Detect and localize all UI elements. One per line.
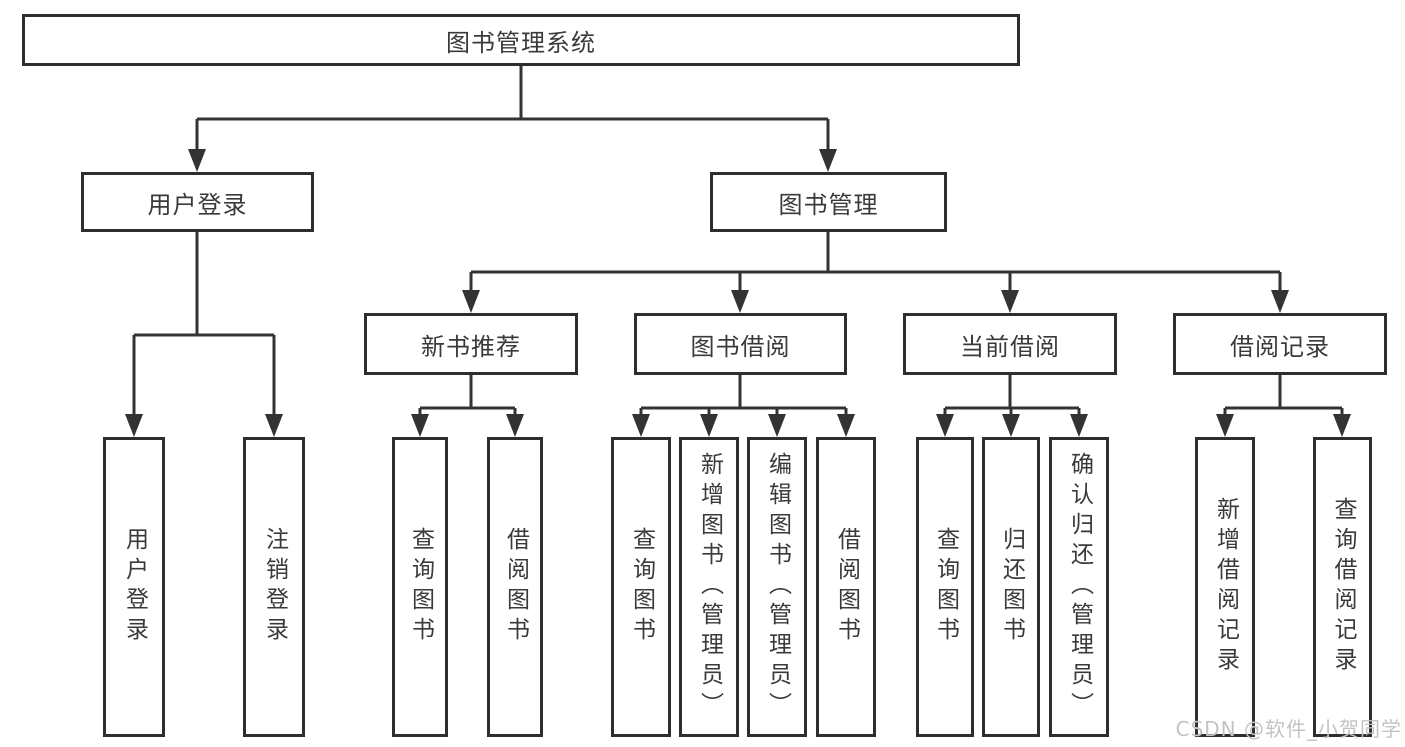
node-label-query-books-borrow: 查询图书 [628,527,655,647]
node-label-user-login-leaf: 用户登录 [121,527,148,647]
node-user-login-leaf: 用户登录 [103,437,165,737]
arrowhead-icon [837,414,855,437]
node-return-books: 归还图书 [982,437,1040,737]
arrowhead-icon [188,149,206,172]
node-query-borrow-record: 查询借阅记录 [1313,437,1372,737]
node-borrow-records: 借阅记录 [1173,313,1387,375]
connector-lines [132,66,1344,418]
arrowhead-icon [1070,414,1088,437]
node-logout-leaf: 注销登录 [243,437,305,737]
arrowhead-icon [1002,414,1020,437]
node-user-login-group: 用户登录 [81,172,314,232]
node-label-logout-leaf: 注销登录 [261,527,288,647]
node-label-confirm-return-admin: 确认归还（管理员） [1066,452,1093,722]
node-query-books-current: 查询图书 [916,437,974,737]
node-label-add-books-admin: 新增图书（管理员） [696,452,723,722]
arrowhead-icon [768,414,786,437]
arrowhead-icon [1216,414,1234,437]
node-query-books-rec: 查询图书 [392,437,448,737]
node-add-books-admin: 新增图书（管理员） [679,437,739,737]
arrowhead-icon [411,414,429,437]
node-label-root-system: 图书管理系统 [446,28,596,57]
arrowhead-icon [731,290,749,313]
node-borrow-books-rec: 借阅图书 [487,437,543,737]
node-label-current-borrow: 当前借阅 [960,332,1060,361]
node-new-book-recommend: 新书推荐 [364,313,578,375]
arrowhead-icon [632,414,650,437]
node-label-edit-books-admin: 编辑图书（管理员） [764,452,791,722]
node-book-mgmt-group: 图书管理 [710,172,947,232]
node-label-book-mgmt-group: 图书管理 [778,190,879,219]
node-label-query-books-rec: 查询图书 [407,527,434,647]
node-root-system: 图书管理系统 [22,14,1020,66]
arrowhead-icon [1001,290,1019,313]
arrowhead-icon [1271,290,1289,313]
node-label-book-borrow: 图书借阅 [690,332,791,361]
arrowhead-icon [125,414,143,437]
node-label-return-books: 归还图书 [998,527,1025,647]
arrowhead-icon [936,414,954,437]
node-label-query-books-current: 查询图书 [932,527,959,647]
node-label-borrow-records: 借阅记录 [1230,332,1330,361]
arrowhead-icon [819,149,837,172]
arrowhead-icon [700,414,718,437]
node-label-user-login-group: 用户登录 [147,190,248,219]
node-book-borrow: 图书借阅 [634,313,847,375]
node-current-borrow: 当前借阅 [903,313,1117,375]
node-label-new-book-recommend: 新书推荐 [421,332,521,361]
arrowhead-icon [1333,414,1351,437]
node-borrow-books-borrow: 借阅图书 [816,437,876,737]
node-label-borrow-books-borrow: 借阅图书 [833,527,860,647]
watermark: CSDN @软件_小贺同学 [1175,717,1402,741]
node-confirm-return-admin: 确认归还（管理员） [1049,437,1109,737]
node-label-add-borrow-record: 新增借阅记录 [1212,497,1239,677]
arrowhead-icon [506,414,524,437]
node-add-borrow-record: 新增借阅记录 [1195,437,1255,737]
arrowhead-icon [462,290,480,313]
node-label-query-borrow-record: 查询借阅记录 [1330,497,1356,677]
arrowhead-icon [265,414,283,437]
node-label-borrow-books-rec: 借阅图书 [502,527,529,647]
node-query-books-borrow: 查询图书 [611,437,671,737]
node-edit-books-admin: 编辑图书（管理员） [747,437,807,737]
